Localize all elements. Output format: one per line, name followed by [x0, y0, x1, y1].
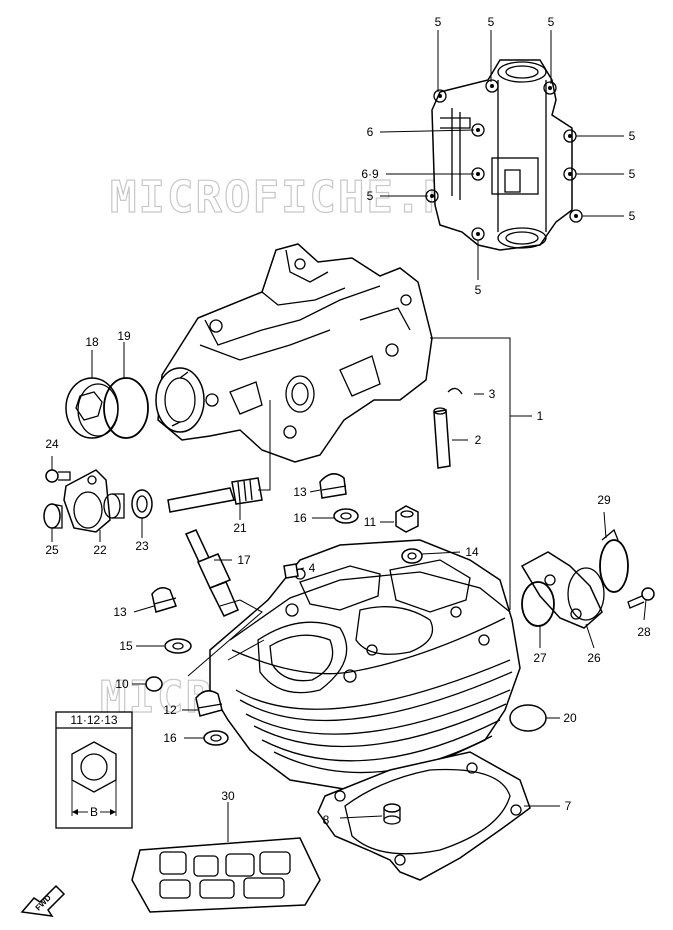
bushing-25 [43, 503, 63, 529]
cap-18 [65, 377, 119, 439]
callout-29: 29 [597, 493, 611, 507]
callout-26: 26 [587, 651, 601, 665]
screw-24 [45, 469, 71, 483]
forward-arrow-icon: FWD [20, 884, 66, 917]
dowel-4 [283, 563, 299, 579]
callout-11: 11 [364, 515, 377, 529]
clamp-29 [599, 528, 629, 593]
callout-5: 5 [629, 209, 636, 223]
dowel-pin [383, 803, 401, 825]
washer-15 [164, 638, 192, 654]
leaders [51, 342, 647, 842]
seal-23 [131, 489, 153, 519]
callout-18: 18 [85, 335, 99, 349]
cap-nut-13a [151, 587, 177, 613]
callout-17: 17 [237, 553, 251, 567]
nut-11 [395, 505, 419, 533]
callout-24: 24 [45, 437, 59, 451]
assembly-guide-lines [187, 400, 271, 677]
gasket-set [131, 837, 321, 913]
cylinder-head-gasket [317, 751, 531, 881]
detail-dim-label: B [90, 805, 98, 819]
o-ring-19 [103, 377, 149, 439]
assembly-bracket-1 [430, 337, 532, 610]
callout-14: 14 [465, 545, 479, 559]
callout-23: 23 [135, 539, 149, 553]
valve-guide-2 [433, 407, 451, 469]
callout-3: 3 [489, 387, 496, 401]
washer-14 [401, 548, 423, 564]
callout-5: 5 [629, 167, 636, 181]
callout-5: 5 [488, 15, 495, 29]
screw-28 [627, 587, 655, 609]
callout-1: 1 [537, 409, 544, 423]
detail-box-hex-nut: 11·12·13 B [55, 711, 133, 829]
callout-5: 5 [548, 15, 555, 29]
callout-5: 5 [475, 283, 482, 297]
callout-7: 7 [565, 799, 572, 813]
cylinder-head [209, 539, 521, 791]
cylinder-head-cover [155, 243, 433, 463]
callout-19: 19 [117, 329, 131, 343]
callout-numbers: 5 5 5 6 5 6·9 5 5 5 5 18 19 3 1 2 24 13 … [45, 15, 651, 827]
callout-16: 16 [293, 511, 307, 525]
callout-30: 30 [221, 789, 235, 803]
callout-20: 20 [563, 711, 577, 725]
callout-15: 15 [119, 639, 133, 653]
washer-16a [333, 508, 359, 524]
callout-21: 21 [233, 521, 247, 535]
spark-plug-17 [184, 529, 239, 617]
callout-22: 22 [93, 543, 107, 557]
clip-3 [447, 387, 463, 395]
callout-8: 8 [323, 813, 330, 827]
nut-10 [145, 676, 163, 692]
callout-5: 5 [629, 129, 636, 143]
callout-27: 27 [533, 651, 547, 665]
callout-4: 4 [309, 561, 316, 575]
callout-6: 6 [367, 125, 374, 139]
washer-16b [203, 730, 229, 746]
shaft-21 [167, 477, 263, 513]
callout-5: 5 [435, 15, 442, 29]
callout-25: 25 [45, 543, 59, 557]
callout-10: 10 [115, 677, 129, 691]
gasket-27 [521, 581, 555, 627]
callout-2: 2 [475, 433, 482, 447]
callout-5: 5 [367, 189, 374, 203]
intake-pipe-26 [520, 551, 605, 629]
plug-20 [509, 704, 547, 732]
detail-box-label: 11·12·13 [70, 713, 117, 727]
callout-16: 16 [163, 731, 177, 745]
cap-nut-12 [195, 690, 223, 717]
leaders-top [379, 30, 624, 280]
callout-6-9: 6·9 [361, 167, 379, 181]
cylinder-head-cover-plate [425, 59, 583, 251]
cap-nut-13b [319, 473, 347, 499]
callout-12: 12 [163, 703, 177, 717]
callout-13: 13 [293, 485, 307, 499]
callout-28: 28 [637, 625, 651, 639]
callout-13: 13 [113, 605, 127, 619]
bracket-22 [63, 469, 125, 533]
